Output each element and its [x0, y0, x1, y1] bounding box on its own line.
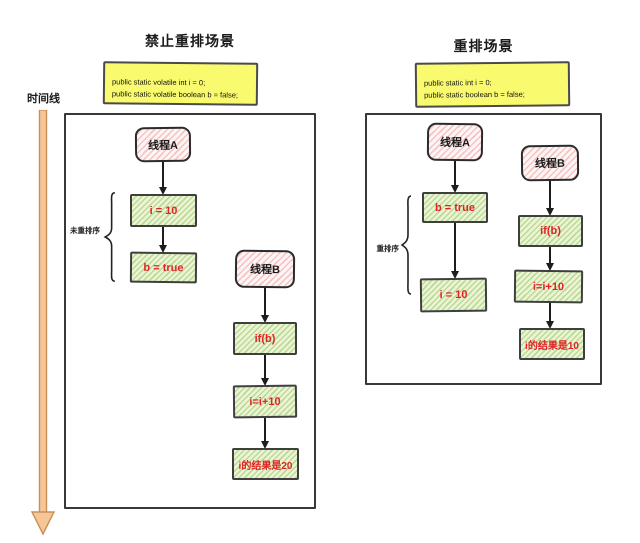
step-box: if(b)	[233, 322, 297, 355]
step-box: b = true	[422, 192, 488, 223]
timeline-label: 时间线	[27, 93, 60, 105]
step-box: i = 10	[419, 277, 488, 313]
right-thread-b-node: 线程B	[520, 144, 580, 182]
right-code-box: public static int i = 0; public static b…	[414, 61, 571, 108]
step-box: i=i+10	[513, 269, 584, 304]
flow-arrow	[260, 418, 269, 449]
left-thread-a-node: 线程A	[134, 126, 192, 163]
right-bracket	[399, 194, 413, 296]
flow-arrow	[260, 355, 269, 386]
left-bracket-label: 未重排序	[70, 226, 100, 235]
left-code-box: public static volatile int i = 0; public…	[102, 61, 259, 106]
step-box: i的结果是20	[232, 448, 299, 480]
left-scenario-frame	[64, 113, 316, 509]
left-scenario-title: 禁止重排场景	[145, 33, 235, 49]
right-scenario-title: 重排场景	[453, 38, 514, 54]
left-thread-b-node: 线程B	[234, 249, 296, 289]
flow-arrow	[158, 162, 167, 195]
flow-arrow	[545, 303, 554, 329]
flow-arrow	[158, 227, 167, 253]
right-thread-a-node: 线程A	[426, 122, 484, 162]
flow-arrow	[260, 288, 269, 323]
step-box: if(b)	[518, 215, 583, 247]
timeline-down-arrow	[30, 110, 56, 536]
step-box: b = true	[129, 251, 198, 284]
right-bracket-label: 重排序	[376, 244, 400, 253]
flow-arrow	[545, 181, 554, 216]
left-bracket	[102, 191, 117, 283]
step-box: i = 10	[130, 194, 197, 227]
step-box: i的结果是10	[519, 328, 585, 360]
flow-arrow	[545, 247, 554, 271]
code-line: public static volatile boolean b = false…	[111, 89, 239, 100]
flow-arrow	[450, 161, 459, 193]
code-line: public static boolean b = false;	[424, 89, 525, 100]
step-box: i=i+10	[232, 384, 298, 419]
flow-arrow	[450, 223, 459, 279]
